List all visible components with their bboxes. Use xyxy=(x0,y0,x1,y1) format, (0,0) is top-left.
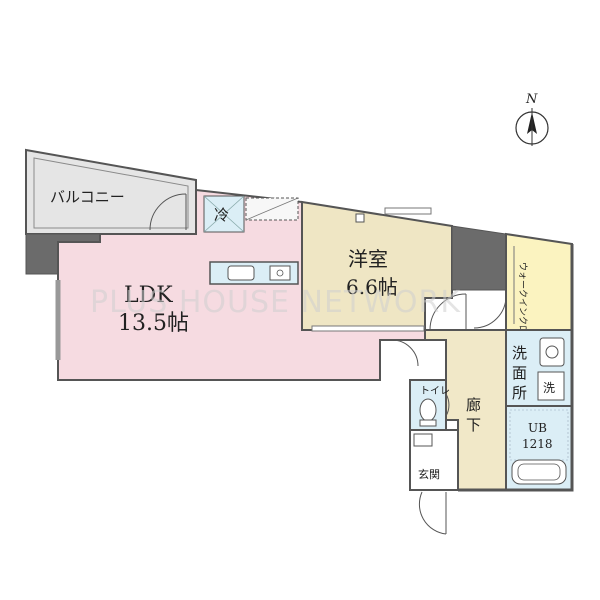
entrance-label: 玄関 xyxy=(418,467,440,481)
watermark: PLUS HOUSE NETWORK xyxy=(90,285,461,320)
western-door-swing xyxy=(429,293,467,331)
hallway-label-2: 下 xyxy=(466,416,481,434)
toilet-label: トイレ xyxy=(420,386,450,397)
closet-door-swing xyxy=(473,295,507,329)
western-name: 洋室 xyxy=(348,247,388,271)
wash-basin xyxy=(539,337,565,367)
compass: N xyxy=(515,92,549,146)
hallway xyxy=(424,329,507,491)
walkin-closet xyxy=(505,232,573,331)
shoe-cabinet xyxy=(413,433,433,447)
stove-burner xyxy=(276,269,284,277)
compass-letter: N xyxy=(525,92,538,107)
western-outlet xyxy=(355,213,365,223)
washroom-label-2: 面 xyxy=(512,364,527,382)
washer-space xyxy=(537,371,565,401)
ldk-door-swing xyxy=(391,339,419,367)
ldk-size: 13.5帖 xyxy=(118,311,189,336)
bathtub-inner xyxy=(517,463,561,481)
basin-bowl xyxy=(545,345,559,359)
fridge-label: 冷 xyxy=(214,206,229,224)
toilet-tank xyxy=(419,419,437,427)
balcony-label: バルコニー xyxy=(50,188,125,206)
ldk-name: LDK xyxy=(124,283,173,308)
kitchen-sink xyxy=(227,265,255,281)
balcony-rail xyxy=(33,157,189,229)
outer-wall-right xyxy=(458,244,574,492)
toilet-bowl xyxy=(419,398,437,422)
pipe-shaft xyxy=(451,225,507,291)
western-window xyxy=(384,207,432,215)
balcony-door-swing xyxy=(149,193,187,231)
toilet-door-swing xyxy=(445,393,450,417)
bathtub xyxy=(511,459,567,485)
hallway-label-1: 廊 xyxy=(466,396,481,414)
kitchen-stove xyxy=(269,265,291,281)
fridge-cross-b xyxy=(203,195,245,233)
entrance-door-swing xyxy=(418,491,447,535)
western-sliding-door xyxy=(311,325,425,332)
ub-size: 1218 xyxy=(522,437,553,451)
ub-label: UB xyxy=(528,421,547,435)
washroom-label-1: 洗 xyxy=(512,344,527,362)
washroom-label-3: 所 xyxy=(512,384,527,402)
kitchen-storage-diag xyxy=(245,197,299,221)
washer-label: 洗 xyxy=(543,381,555,395)
western-size: 6.6帖 xyxy=(346,275,398,299)
